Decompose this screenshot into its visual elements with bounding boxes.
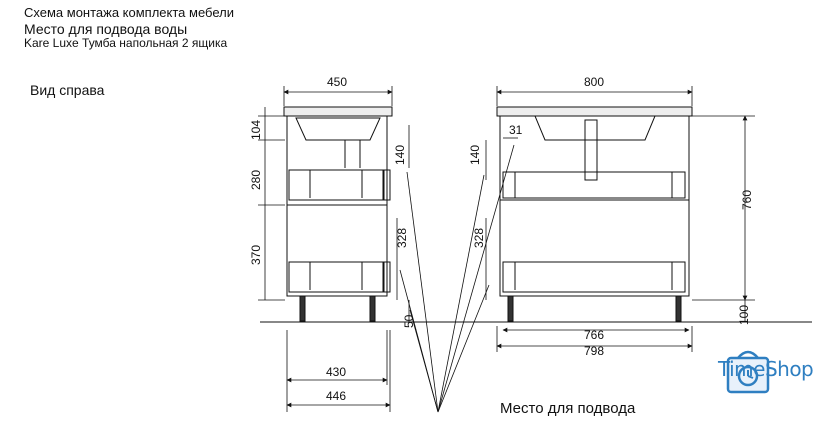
side-h370-label: 370 [249, 245, 263, 265]
header-line-3: Kare Luxe Тумба напольная 2 ящика [24, 36, 228, 51]
header-line-1: Схема монтажа комплекта мебели [24, 5, 234, 20]
front-dimensions [485, 86, 755, 352]
front-view-cabinet [496, 106, 693, 322]
water-note: Место для подвода [500, 400, 636, 417]
front-h100-label: 100 [737, 305, 751, 325]
front-31-label: 31 [509, 123, 523, 137]
water-leader-lines [399, 144, 515, 413]
header-line-2: Место для подвода воды [24, 20, 188, 37]
front-width-label: 800 [584, 75, 604, 89]
side-w446-label: 446 [326, 389, 346, 403]
front-h328-label: 328 [472, 228, 486, 248]
title-block: Схема монтажа комплекта мебели Место для… [24, 5, 234, 51]
side-dimensions [258, 86, 410, 412]
side-h280-label: 280 [249, 170, 263, 190]
side-view-label: Вид справа [30, 82, 105, 98]
front-h140-label: 140 [468, 145, 482, 165]
brand-text: TimeShop [718, 357, 814, 381]
side-h104-label: 104 [249, 120, 263, 140]
side-width-label: 450 [327, 75, 347, 89]
front-w798-label: 798 [584, 344, 604, 358]
side-view-cabinet [283, 106, 393, 322]
side-h140-label: 140 [393, 145, 407, 165]
front-w766-label: 766 [584, 328, 604, 342]
front-h760-label: 760 [740, 190, 754, 210]
timeshop-bag-icon [726, 350, 770, 394]
side-w430-label: 430 [326, 365, 346, 379]
side-h328-label: 328 [395, 228, 409, 248]
